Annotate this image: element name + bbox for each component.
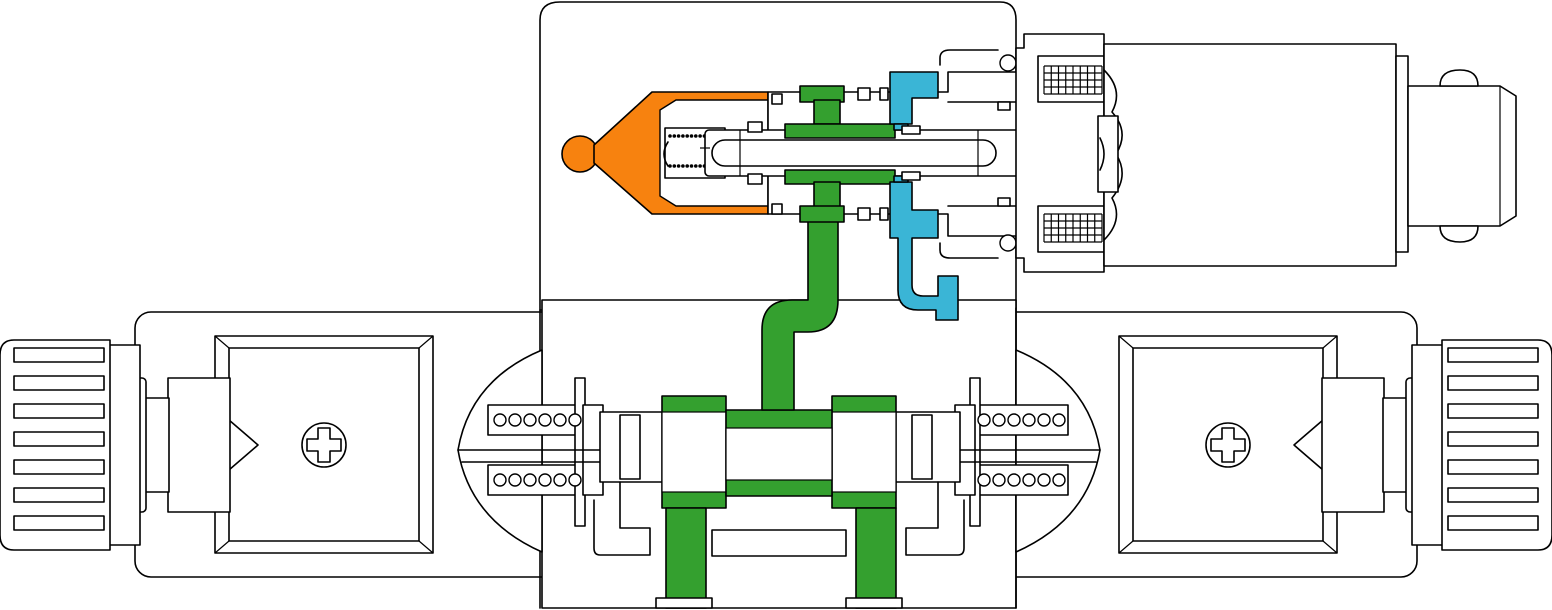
- spring-coil: [992, 473, 1006, 487]
- spring-dot: [698, 134, 702, 138]
- spring-coil: [523, 473, 537, 487]
- spring-coil: [568, 413, 582, 427]
- spring-dot: [681, 134, 685, 138]
- spring-dot: [668, 164, 672, 168]
- pilot-solenoid-body: [1103, 43, 1397, 267]
- spring-dot: [689, 164, 694, 168]
- knob-rib: [13, 403, 105, 419]
- spring-icon: [493, 473, 582, 487]
- manual-override-knob-icon: [561, 135, 599, 173]
- knob-rib: [13, 375, 105, 391]
- port-a: [665, 507, 707, 609]
- spring-coil: [553, 473, 567, 487]
- spring-coil: [1037, 413, 1051, 427]
- spring-coil: [538, 473, 552, 487]
- spring-dot: [676, 134, 681, 138]
- spring-coil: [1007, 413, 1021, 427]
- spring-dot: [676, 164, 681, 168]
- spring-coil: [977, 413, 991, 427]
- knob-rib: [1447, 403, 1539, 419]
- spring-dot: [685, 164, 689, 168]
- spring-coil: [493, 473, 507, 487]
- port-b: [855, 507, 897, 609]
- right-spring-chamber: [954, 349, 1101, 553]
- knob-rib: [13, 487, 105, 503]
- right-solenoid-icon: [1118, 335, 1408, 554]
- left-screw-icon: [301, 422, 347, 468]
- spring-coil: [992, 413, 1006, 427]
- spring-icon: [977, 473, 1066, 487]
- spring-coil: [508, 413, 522, 427]
- spring-dot: [698, 164, 702, 168]
- spring-icon: [977, 413, 1066, 427]
- tank-line-bottom: [889, 181, 959, 321]
- spring-coil: [1022, 413, 1036, 427]
- spring-coil: [977, 473, 991, 487]
- spring-dot: [681, 164, 685, 168]
- knob-rib: [1447, 459, 1539, 475]
- spring-coil: [553, 413, 567, 427]
- spring-dot: [672, 164, 677, 168]
- knob-rib: [13, 431, 105, 447]
- knob-rib: [13, 515, 105, 531]
- spring-coil: [1022, 473, 1036, 487]
- knob-rib: [1447, 431, 1539, 447]
- spring-dot: [672, 134, 677, 138]
- spring-dot: [694, 164, 698, 168]
- tank-line-top: [889, 71, 939, 125]
- main-spool: [593, 219, 965, 609]
- spring-icon: [493, 413, 582, 427]
- knob-rib: [1447, 375, 1539, 391]
- knob-rib: [13, 347, 105, 363]
- spring-dot: [685, 134, 689, 138]
- knob-rib: [1447, 487, 1539, 503]
- left-override-knob-icon: [0, 339, 147, 551]
- spring-coil: [493, 413, 507, 427]
- spring-coil: [568, 473, 582, 487]
- right-override-knob-icon: [1405, 339, 1552, 551]
- spring-coil: [1007, 473, 1021, 487]
- knob-rib: [1447, 347, 1539, 363]
- spring-coil: [1052, 413, 1066, 427]
- spring-coil: [508, 473, 522, 487]
- left-solenoid-icon: [144, 335, 434, 554]
- knob-rib: [1447, 515, 1539, 531]
- spring-dot: [694, 134, 698, 138]
- left-spring-chamber: [457, 349, 604, 553]
- spring-coil: [538, 413, 552, 427]
- spring-coil: [1052, 473, 1066, 487]
- spring-dot: [668, 134, 672, 138]
- tank-slot: [711, 529, 847, 557]
- right-screw-icon: [1205, 422, 1251, 468]
- pilot-solenoid-icon: [1015, 33, 1517, 273]
- knob-rib: [13, 459, 105, 475]
- spring-coil: [1037, 473, 1051, 487]
- spring-dot: [689, 134, 694, 138]
- spring-coil: [523, 413, 537, 427]
